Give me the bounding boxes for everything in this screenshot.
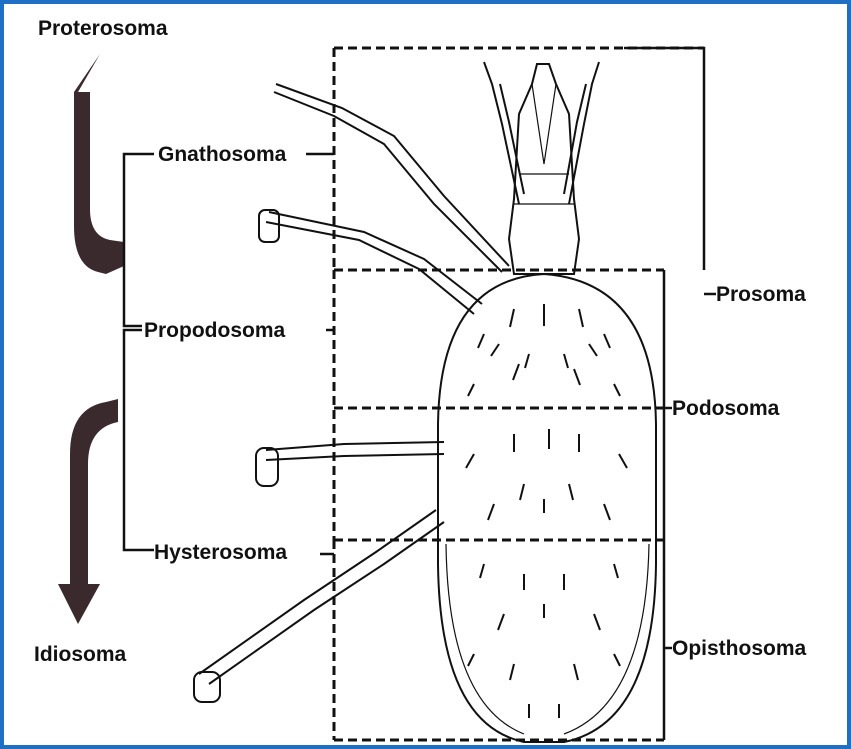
label-idiosoma: Idiosoma	[34, 644, 126, 665]
label-propodosoma: Propodosoma	[144, 320, 285, 341]
label-hysterosoma: Hysterosoma	[154, 542, 287, 563]
mite-body-regions-diagram	[4, 4, 847, 745]
label-podosoma: Podosoma	[672, 398, 779, 419]
label-opisthosoma: Opisthosoma	[672, 638, 806, 659]
curved-up-arrow-icon	[74, 54, 124, 274]
left-brackets	[124, 154, 334, 554]
label-prosoma: Prosoma	[716, 284, 806, 305]
label-gnathosoma: Gnathosoma	[158, 144, 286, 165]
curved-down-arrow-icon	[58, 399, 118, 624]
label-proterosoma: Proterosoma	[38, 18, 168, 39]
